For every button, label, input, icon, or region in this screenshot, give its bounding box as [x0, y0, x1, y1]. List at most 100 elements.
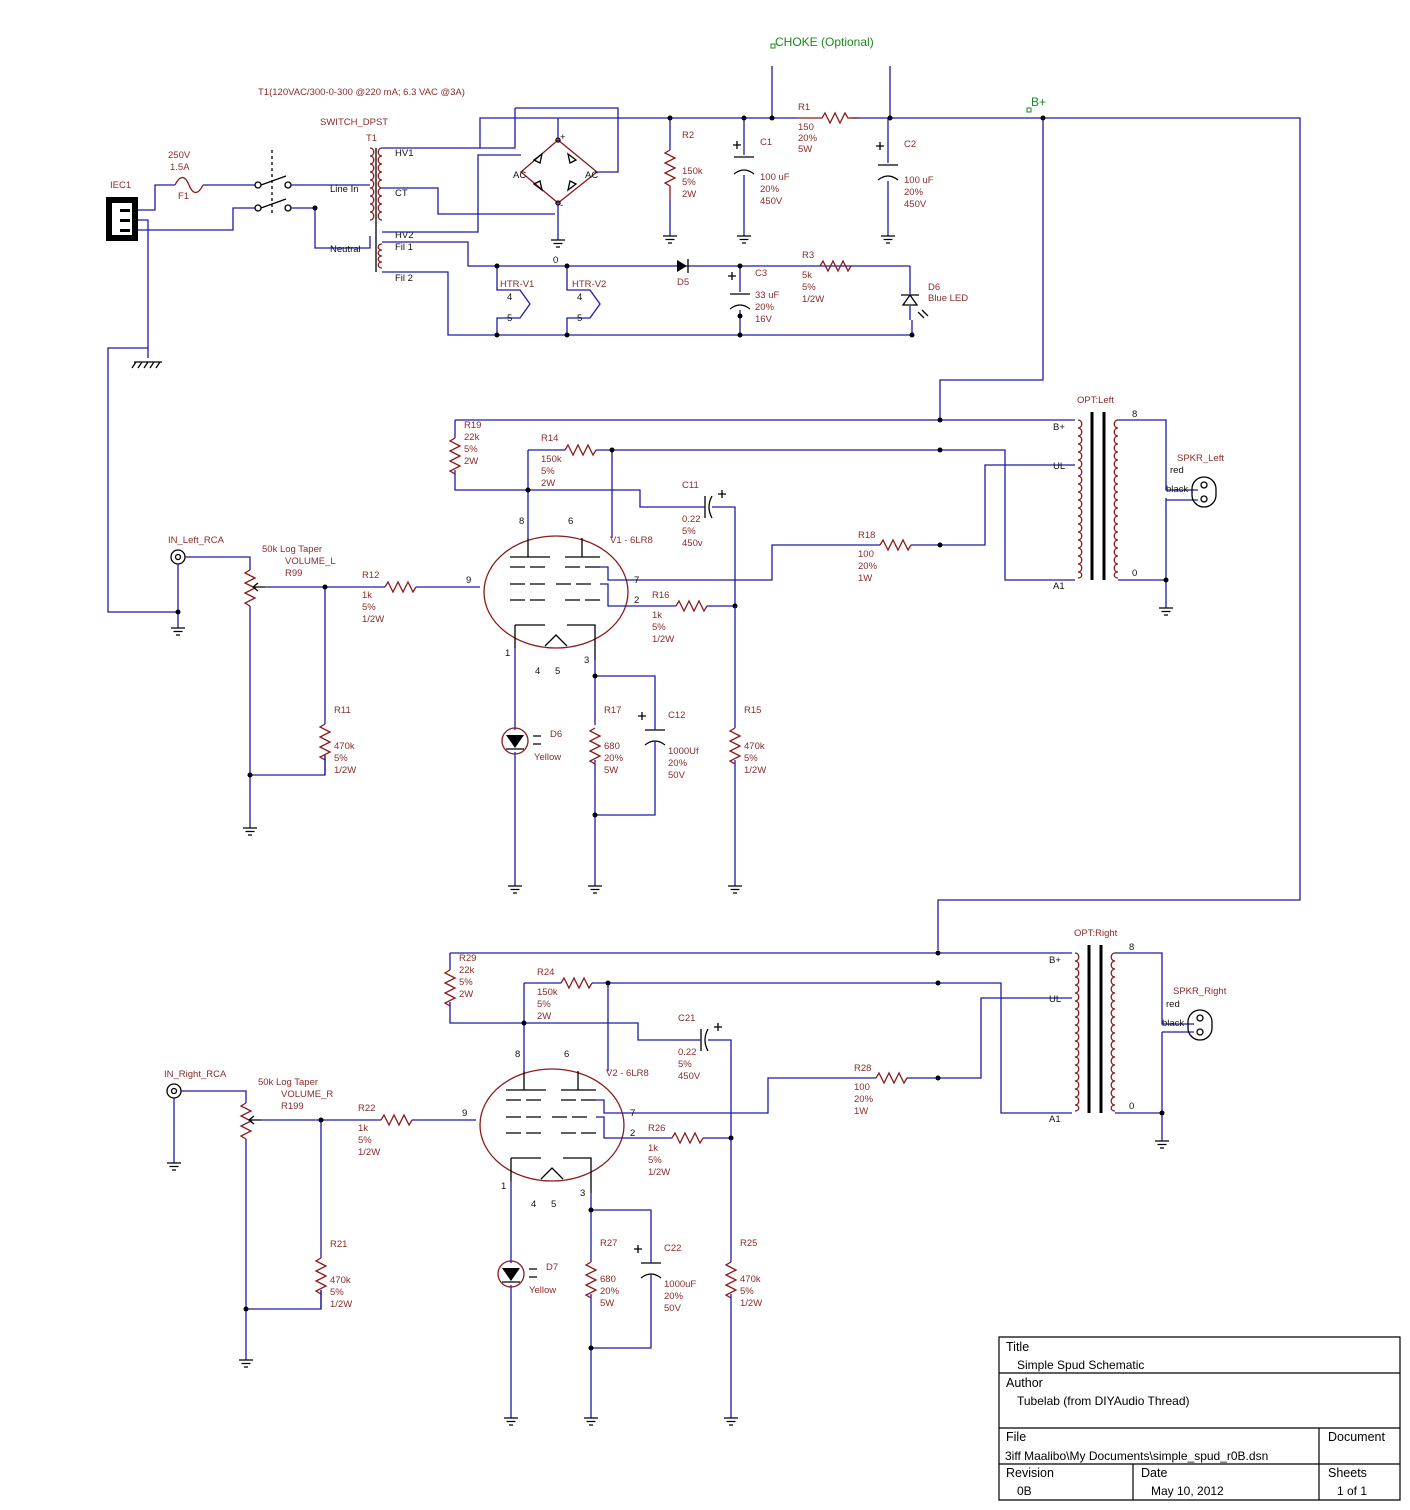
- htr-v2-label: HTR-V2: [572, 279, 606, 290]
- t1-hv2: HV2: [395, 230, 413, 241]
- pot-right-desc: 50k Log Taper: [258, 1077, 318, 1088]
- v1-pin1: 1: [505, 648, 510, 659]
- c11-voltage: 450v: [682, 538, 703, 549]
- r19-power: 2W: [464, 456, 478, 467]
- tube-v1-label: V1 - 6LR8: [610, 535, 653, 546]
- htr-v1-pin4: 4: [507, 292, 512, 303]
- r17-tol: 20%: [604, 753, 624, 764]
- r29-resistor: [443, 969, 457, 1007]
- bridge-plus: +: [560, 132, 566, 143]
- r11-ref: R11: [334, 705, 351, 716]
- r28-ref: R28: [854, 1063, 871, 1074]
- switch-dpst: [254, 150, 292, 215]
- tube-v2-label: V2 - 6LR8: [606, 1068, 649, 1079]
- r22-tol: 5%: [358, 1135, 372, 1146]
- c22-value: 1000uF: [664, 1279, 696, 1290]
- v2-pin6: 6: [564, 1049, 569, 1060]
- r18-power: 1W: [858, 573, 872, 584]
- t1-line-in: Line In: [330, 184, 359, 195]
- c21-tol: 5%: [678, 1059, 692, 1070]
- volume-pot-left: [243, 569, 265, 607]
- r14-power: 2W: [541, 478, 555, 489]
- r2-ref: R2: [682, 130, 694, 141]
- v2-pin3: 3: [580, 1188, 585, 1199]
- r26-resistor: [671, 1131, 704, 1145]
- v2-pin2: 2: [630, 1128, 635, 1139]
- c21-ref: C21: [678, 1013, 695, 1024]
- t1-hv1: HV1: [395, 148, 413, 159]
- r21-ref: R21: [330, 1239, 347, 1250]
- r14-value: 150k: [541, 454, 562, 465]
- title-value: Simple Spud Schematic: [1017, 1358, 1144, 1372]
- pot-left-name: VOLUME_L: [285, 556, 336, 567]
- r14-resistor: [564, 443, 597, 457]
- title-block: Title Simple Spud Schematic Author Tubel…: [998, 1336, 1401, 1501]
- r3-ref: R3: [802, 250, 814, 261]
- opt-left-s8: 8: [1132, 409, 1137, 420]
- right-channel: IN_Right_RCA 50k Log Taper VOLUME_R R199…: [164, 928, 1227, 1426]
- r15-resistor: [728, 727, 742, 765]
- fuse-f1: [174, 176, 204, 194]
- r29-ref: R29: [459, 953, 476, 964]
- r24-tol: 5%: [537, 999, 551, 1010]
- c2-ref: C2: [904, 139, 916, 150]
- bridge-ac-left: AC: [513, 170, 526, 181]
- r24-power: 2W: [537, 1011, 551, 1022]
- r18-value: 100: [858, 549, 874, 560]
- c12-capacitor: [638, 710, 666, 760]
- r15-power: 1/2W: [744, 765, 766, 776]
- c11-value: 0.22: [682, 514, 701, 525]
- r22-power: 1/2W: [358, 1147, 380, 1158]
- v2-pin9: 9: [462, 1108, 467, 1119]
- fuse-current: 1.5A: [170, 162, 190, 173]
- r28-value: 100: [854, 1082, 870, 1093]
- c12-voltage: 50V: [668, 770, 686, 781]
- r19-ref: R19: [464, 420, 481, 431]
- r12-value: 1k: [362, 590, 372, 601]
- c1-voltage: 450V: [760, 196, 783, 207]
- r26-value: 1k: [648, 1143, 658, 1154]
- d6-blue-ref: D6: [928, 282, 940, 293]
- author-value: Tubelab (from DIYAudio Thread): [1017, 1394, 1190, 1408]
- r12-ref: R12: [362, 570, 379, 581]
- zero-label: 0: [553, 255, 558, 266]
- blue-led-icon: [901, 266, 929, 320]
- r25-resistor: [724, 1261, 738, 1299]
- opt-right-s0: 0: [1129, 1101, 1134, 1112]
- c3-ref: C3: [755, 268, 767, 279]
- opt-left-bplus: B+: [1053, 422, 1065, 433]
- r25-value: 470k: [740, 1274, 761, 1285]
- opt-left-s0: 0: [1132, 568, 1137, 579]
- r29-tol: 5%: [459, 977, 473, 988]
- v1-pin6: 6: [568, 516, 573, 527]
- revision-label: Revision: [1006, 1466, 1054, 1480]
- r11-tol: 5%: [334, 753, 348, 764]
- v1-pin4: 4: [535, 666, 540, 677]
- d6-yellow-ref: D6: [550, 729, 562, 740]
- r2-value: 150k: [682, 166, 703, 177]
- pot-right-ref: R199: [281, 1101, 304, 1112]
- t1-ct: CT: [395, 188, 408, 199]
- v2-pin4: 4: [531, 1199, 536, 1210]
- opt-right-s8: 8: [1129, 942, 1134, 953]
- c2-tol: 20%: [904, 187, 924, 198]
- yellow-led-right-icon: [497, 1181, 537, 1410]
- v1-pin8: 8: [519, 516, 524, 527]
- r24-ref: R24: [537, 967, 554, 978]
- heater-v1: [496, 266, 531, 335]
- r17-power: 5W: [604, 765, 618, 776]
- bridge-minus: -: [560, 200, 563, 211]
- r19-tol: 5%: [464, 444, 478, 455]
- r18-tol: 20%: [858, 561, 878, 572]
- switch-label: SWITCH_DPST: [320, 117, 388, 128]
- r28-tol: 20%: [854, 1094, 874, 1105]
- c12-value: 1000Uf: [668, 746, 699, 757]
- r21-power: 1/2W: [330, 1299, 352, 1310]
- c1-ref: C1: [760, 137, 772, 148]
- spkr-left-label: SPKR_Left: [1177, 453, 1224, 464]
- pot-left-ref: R99: [285, 568, 302, 579]
- htr-v1-pin5: 5: [507, 313, 512, 324]
- spkr-right-label: SPKR_Right: [1173, 986, 1227, 997]
- c11-tol: 5%: [682, 526, 696, 537]
